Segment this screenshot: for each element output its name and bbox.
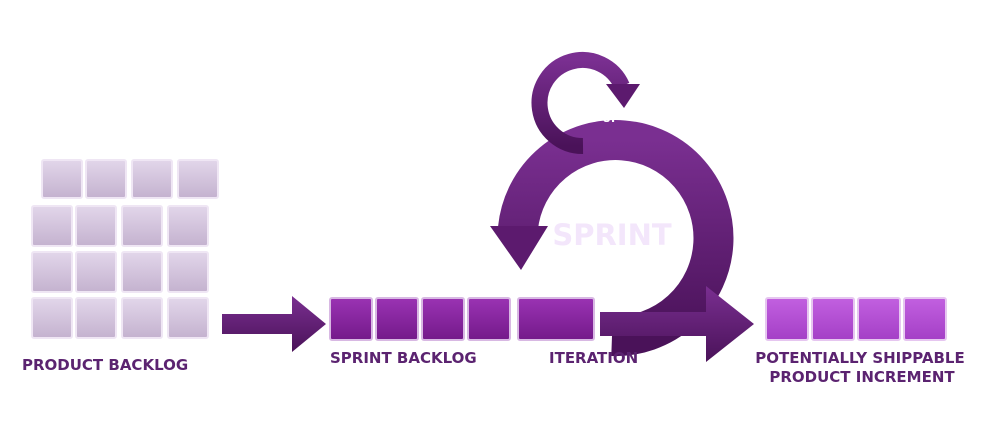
sprint-loop-arrowhead-icon (490, 226, 548, 270)
increment-stack (765, 297, 947, 341)
backlog-tile (167, 251, 209, 293)
increment-tile (765, 297, 809, 341)
sprint-label: SPRINT (552, 218, 672, 252)
iteration-label: ITERATION (549, 349, 638, 367)
daily-loop-arrowhead-icon (606, 84, 640, 108)
sprint-tile (375, 297, 419, 341)
sprint-tile (421, 297, 465, 341)
daily-loop (531, 52, 640, 155)
backlog-tile (121, 205, 163, 247)
backlog-tile (85, 159, 127, 199)
backlog-tile (31, 251, 73, 293)
backlog-tile (31, 205, 73, 247)
backlog-tile (167, 297, 209, 339)
increment-tile (857, 297, 901, 341)
daily-label-line1: DAILY (573, 98, 609, 111)
sprint-loop (490, 120, 754, 362)
increment-tile (903, 297, 947, 341)
backlog-tile (177, 159, 219, 199)
product-backlog-label: PRODUCT BACKLOG (22, 356, 188, 374)
backlog-tile (167, 205, 209, 247)
backlog-tile (75, 251, 117, 293)
increment-label-line2: PRODUCT INCREMENT (769, 368, 955, 386)
sprint-backlog-stack (329, 297, 511, 341)
backlog-tile (31, 297, 73, 339)
backlog-tile (121, 297, 163, 339)
daily-label-line2: STAND UP (557, 112, 619, 125)
sprint-tile (329, 297, 373, 341)
backlog-tile (121, 251, 163, 293)
iteration-tile (517, 297, 595, 341)
sprint-tile (467, 297, 511, 341)
right-arrow-icon (222, 296, 326, 352)
sprint-backlog-label: SPRINT BACKLOG (330, 349, 477, 367)
increment-tile (811, 297, 855, 341)
backlog-tile (75, 205, 117, 247)
increment-label-line1: POTENTIALLY SHIPPABLE (755, 349, 964, 367)
backlog-tile (131, 159, 173, 199)
sprint-exit-arrow-icon (600, 286, 754, 362)
daily-loop-ring (531, 52, 630, 155)
backlog-tile (41, 159, 83, 199)
backlog-tile (75, 297, 117, 339)
product-backlog-stack (31, 159, 219, 339)
